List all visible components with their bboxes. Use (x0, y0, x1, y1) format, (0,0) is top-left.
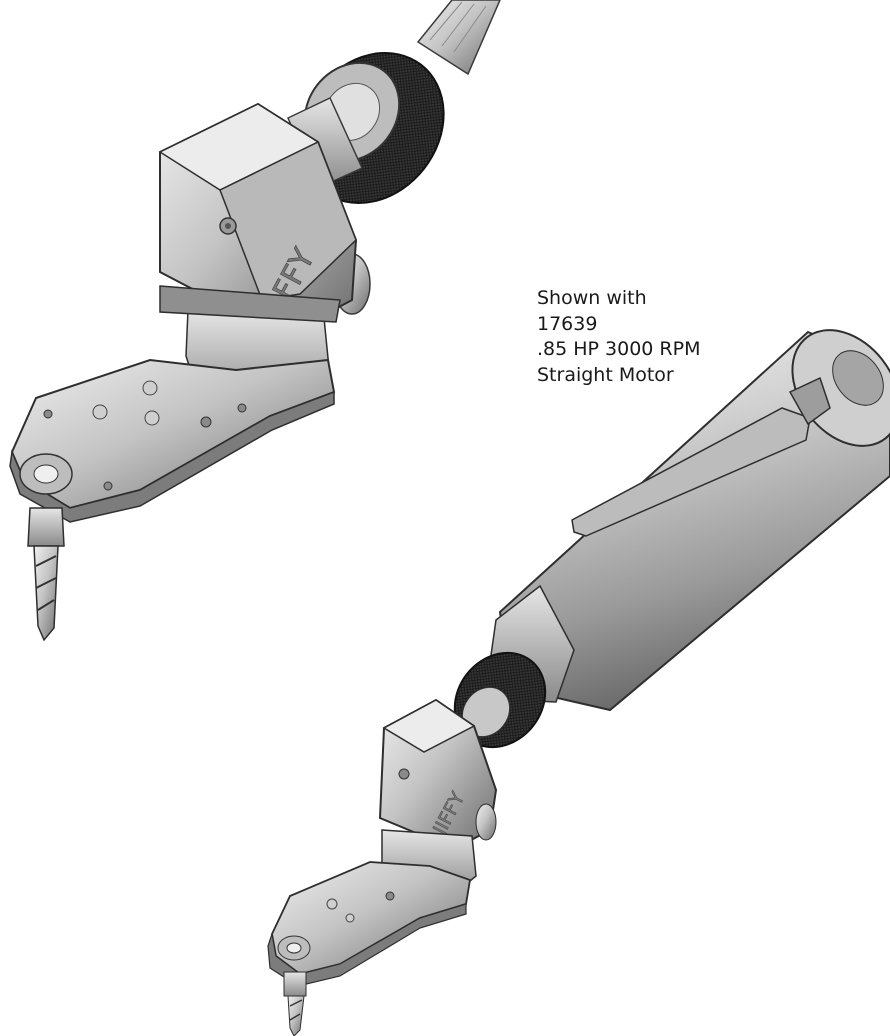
gear-housing: JIFFY (158, 102, 358, 332)
product-caption: Shown with 17639 .85 HP 3000 RPM Straigh… (537, 286, 701, 388)
caption-line-part-number: 17639 (537, 312, 598, 335)
caption-line-1: Shown with (537, 287, 647, 309)
drill-bit-small (283, 971, 307, 1036)
gear-housing-small: JIFFY (378, 698, 498, 850)
caption-line-specs: .85 HP 3000 RPM (537, 338, 701, 360)
drive-shaft (416, 0, 501, 76)
straight-motor-assembly: JIFFY (267, 329, 890, 1036)
offset-arm (9, 358, 336, 523)
drill-bit (27, 507, 65, 642)
offset-arm-small (267, 861, 472, 987)
right-angle-attachment-large: JIFFY (9, 0, 501, 642)
straight-motor (489, 329, 890, 712)
caption-line-motor-type: Straight Motor (537, 363, 674, 386)
